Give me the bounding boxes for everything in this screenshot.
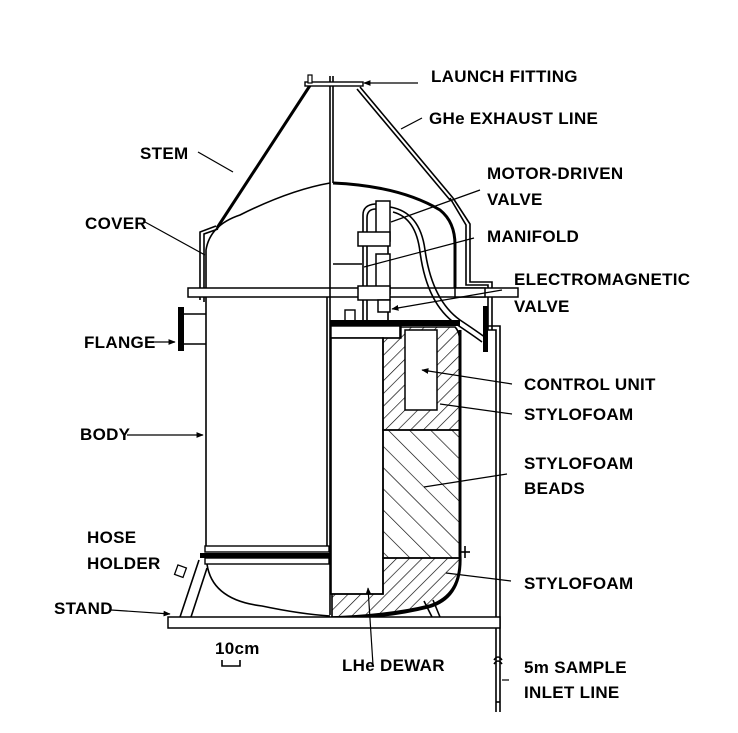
lhe-dewar	[330, 325, 402, 595]
label-flange: FLANGE	[84, 333, 156, 352]
label-cover: COVER	[85, 214, 147, 233]
body	[200, 297, 331, 617]
label-stylofoam-lower: STYLOFOAM	[524, 574, 633, 593]
label-stylofoam-upper: STYLOFOAM	[524, 405, 633, 424]
stem	[215, 76, 454, 229]
label-sample-inlet-1: 5m SAMPLE	[524, 658, 627, 677]
label-electromagnetic-valve-2: VALVE	[514, 297, 570, 316]
right-bracket	[460, 546, 470, 558]
sample-inlet-line	[493, 656, 503, 703]
label-motor-driven-valve-2: VALVE	[487, 190, 543, 209]
right-flange	[483, 306, 501, 712]
ghe-hose	[389, 206, 487, 343]
stylofoam-upper	[382, 326, 461, 431]
label-scale-bar: 10cm	[215, 639, 260, 658]
label-stylofoam-beads-2: BEADS	[524, 479, 585, 498]
launch-fitting	[304, 74, 364, 87]
leader-lines	[110, 80, 513, 681]
label-body: BODY	[80, 425, 131, 444]
label-hose-holder-2: HOLDER	[87, 554, 161, 573]
label-manifold: MANIFOLD	[487, 227, 579, 246]
label-launch-fitting: LAUNCH FITTING	[431, 67, 578, 86]
scale-bar	[221, 660, 241, 667]
label-stand: STAND	[54, 599, 113, 618]
label-control-unit: CONTROL UNIT	[524, 375, 656, 394]
label-stem: STEM	[140, 144, 188, 163]
stylofoam-beads	[382, 429, 461, 559]
label-lhe-dewar: LHe DEWAR	[342, 656, 445, 675]
label-electromagnetic-valve-1: ELECTROMAGNETIC	[514, 270, 690, 289]
cover	[187, 181, 519, 330]
hose-holder	[173, 564, 188, 579]
label-ghe-exhaust-line: GHe EXHAUST LINE	[429, 109, 598, 128]
label-hose-holder-1: HOSE	[87, 528, 136, 547]
label-stylofoam-beads-1: STYLOFOAM	[524, 454, 633, 473]
control-unit	[404, 329, 438, 411]
label-sample-inlet-2: INLET LINE	[524, 683, 620, 702]
flange	[178, 307, 206, 351]
valve-assembly	[333, 200, 391, 322]
dewar-top-plate	[330, 320, 460, 326]
label-motor-driven-valve-1: MOTOR-DRIVEN	[487, 164, 623, 183]
stand	[167, 559, 501, 629]
